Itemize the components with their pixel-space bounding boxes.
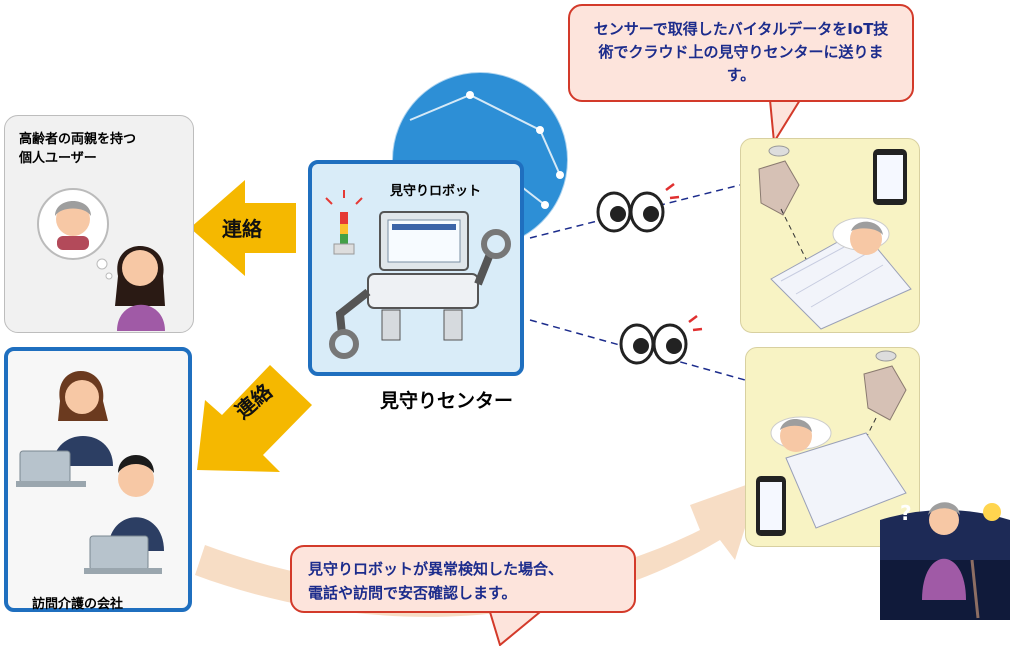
safety-check-bubble: 見守りロボットが異常検知した場合、 電話や訪問で安否確認します。 — [290, 545, 636, 613]
operators-illustration — [16, 371, 164, 574]
care-company-label: 訪問介護の会社 — [32, 597, 124, 612]
robot-icon — [325, 190, 511, 359]
room-panel-top — [740, 138, 920, 333]
room-panel-bottom — [745, 347, 920, 547]
eyes-icon-bottom — [619, 315, 703, 365]
eyes-icon-top — [596, 183, 680, 233]
watch-center-label: 見守りセンター — [380, 390, 514, 412]
care-company-panel: 訪問介護の会社 — [4, 347, 192, 612]
contact-arrow-bottom — [197, 365, 312, 472]
individual-users-panel: 高齢者の両親を持つ 個人ユーザー — [4, 115, 194, 333]
robot-label: 見守りロボット — [390, 184, 482, 199]
contact-arrow-top-label: 連絡 — [222, 217, 262, 241]
contact-arrow-top — [190, 180, 296, 276]
daughter-thinking-illustration — [37, 188, 165, 331]
sick-elder-illustration — [756, 350, 907, 536]
cloud-upload-bubble: センサーで取得したバイタルデータをIoT技術でクラウド上の見守りセンターに送りま… — [568, 4, 914, 102]
sleeping-elder-illustration — [758, 145, 912, 330]
robot-panel: 見守りロボット — [308, 160, 524, 376]
individual-users-label: 高齢者の両親を持つ 個人ユーザー — [19, 132, 137, 166]
